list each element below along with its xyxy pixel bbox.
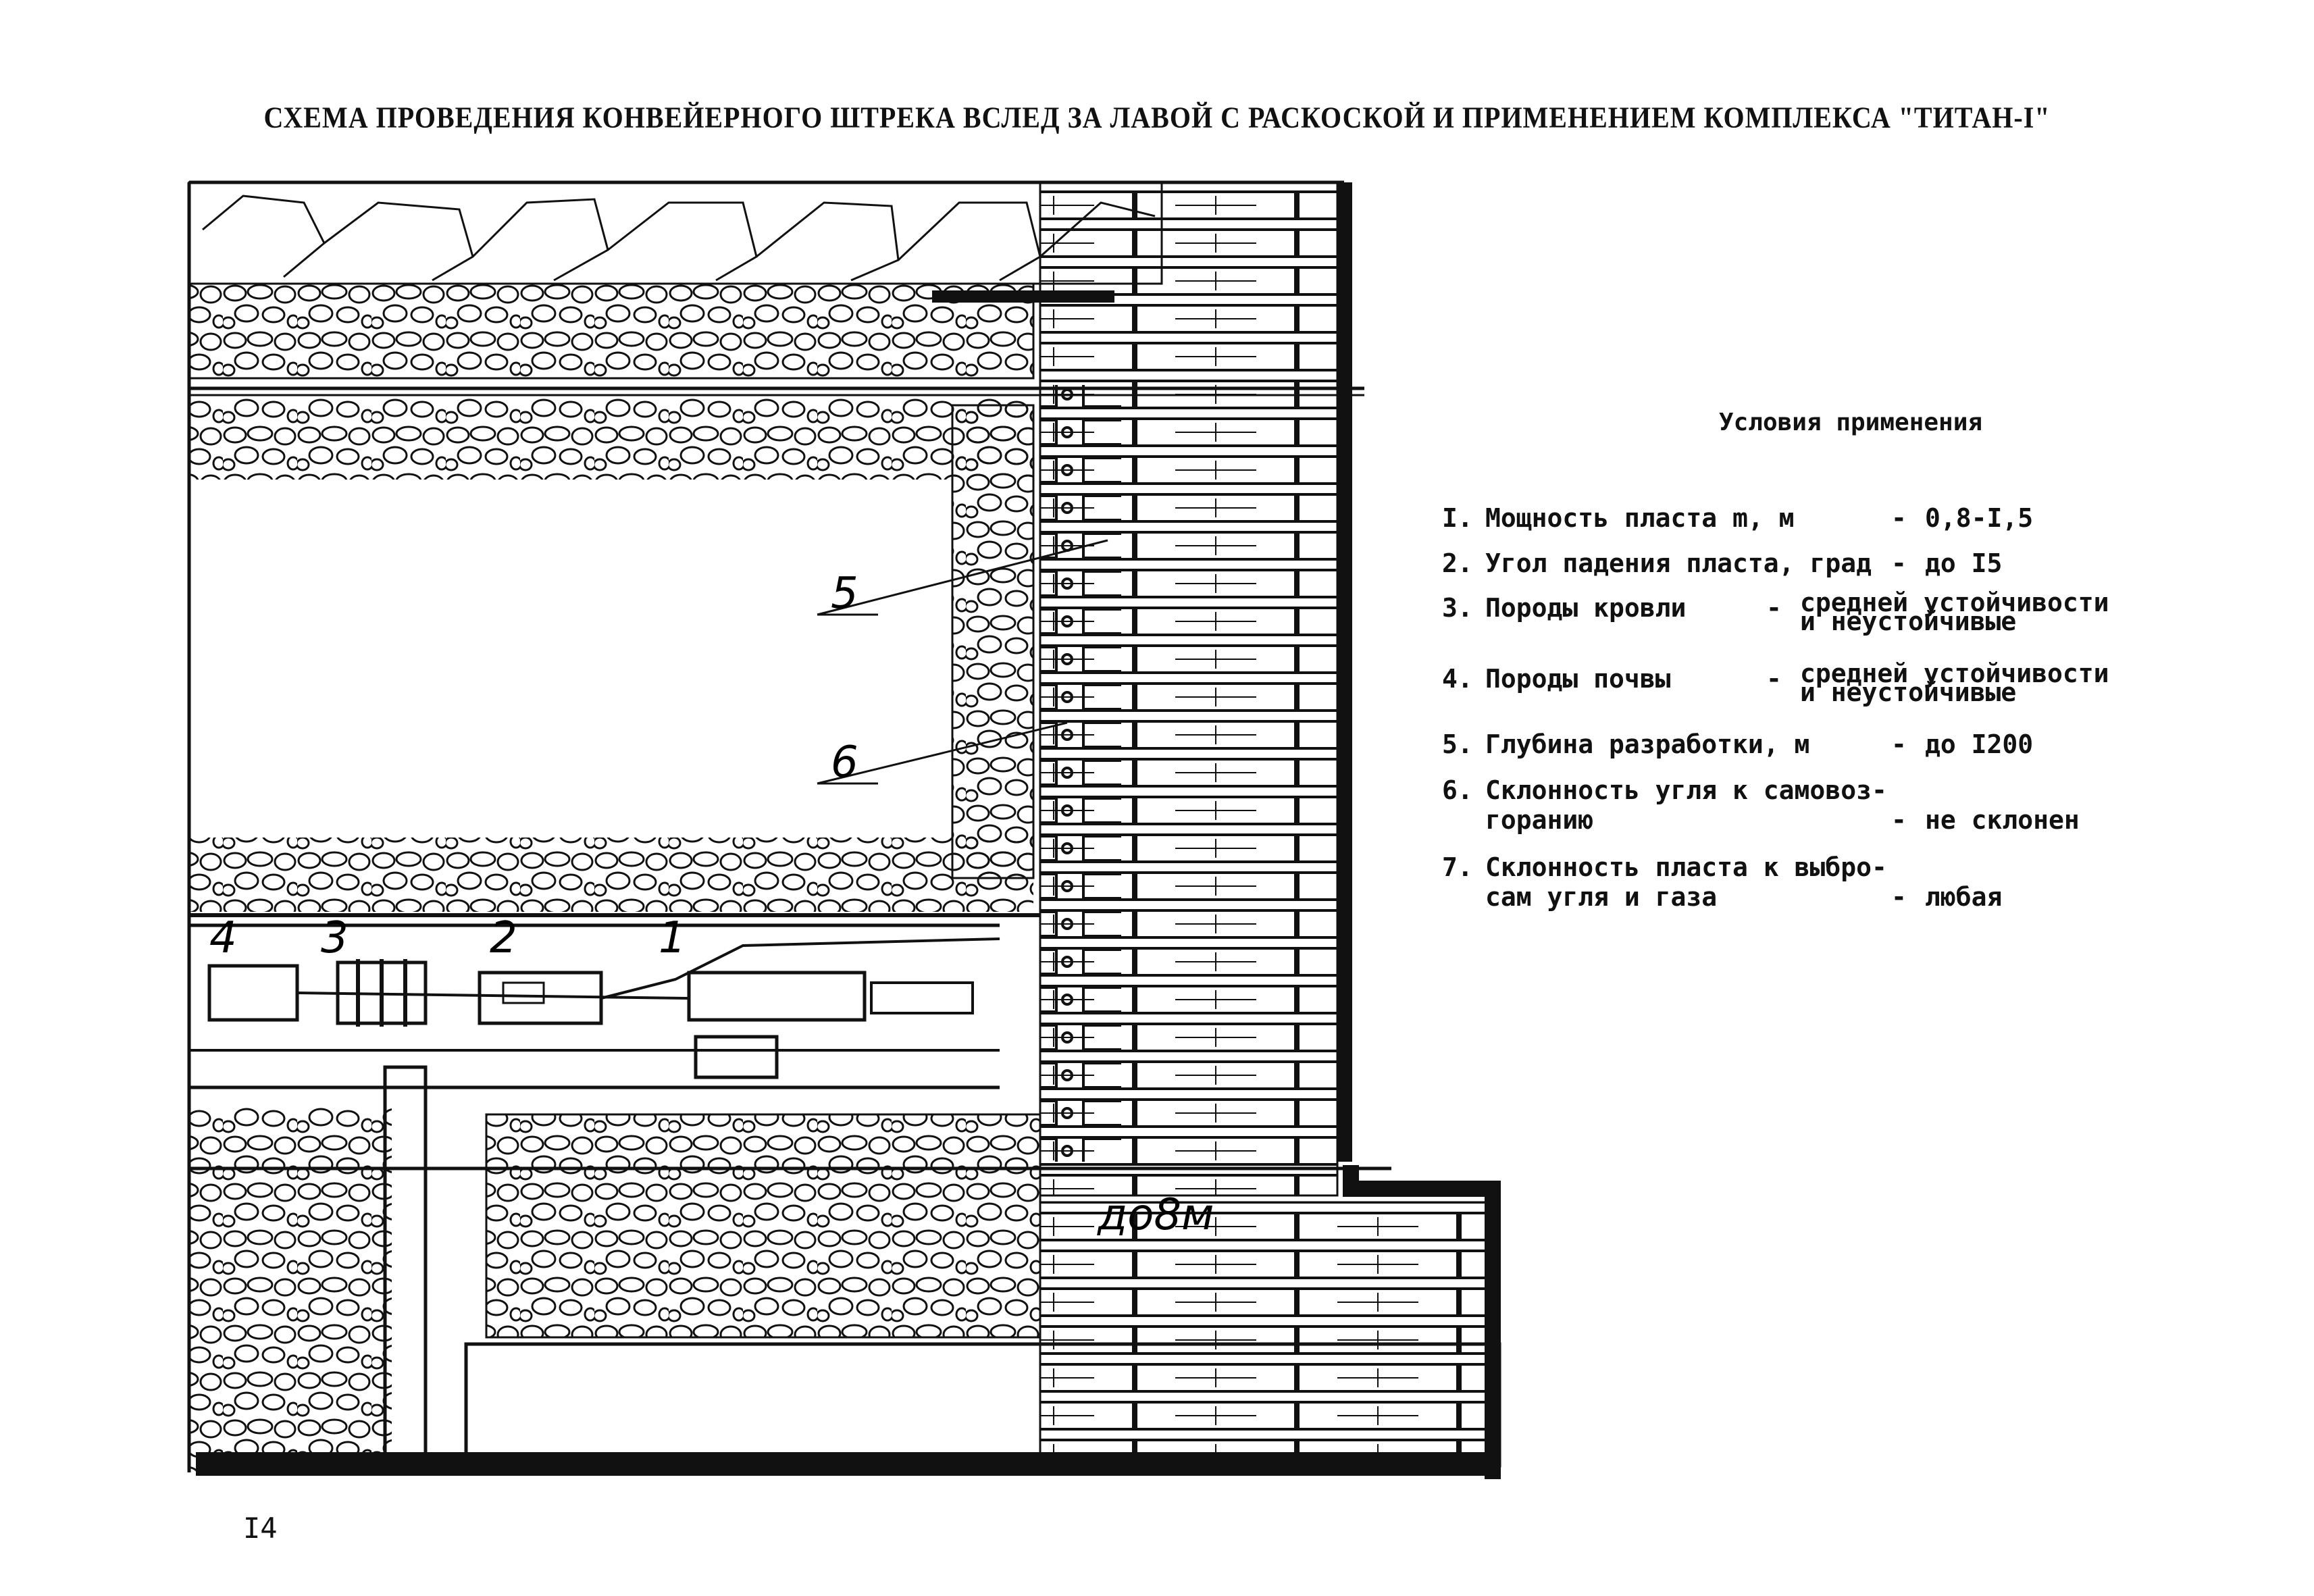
- page-title: СХЕМА ПРОВЕДЕНИЯ КОНВЕЙЕРНОГО ШТРЕКА ВСЛ…: [263, 100, 2051, 134]
- worked-out-area: [196, 480, 952, 838]
- rubble-band-upper: [189, 398, 1033, 480]
- callout-3: 3: [321, 913, 349, 963]
- advance-support-block: [1039, 1201, 1487, 1460]
- callout-1: 1: [659, 913, 686, 963]
- callout-4: 4: [209, 913, 237, 963]
- face-support-pillars: [1040, 385, 1121, 1162]
- callout-2: 2: [490, 913, 517, 963]
- rubble-pillar-right: [951, 404, 1035, 879]
- caved-rock-zone: [188, 181, 1163, 285]
- machine-unit-4: [207, 964, 299, 1022]
- rubble-band-lower: [189, 838, 1033, 912]
- conditions-heading: Условия применения: [1718, 409, 1983, 436]
- machine-unit-1: [687, 971, 867, 1022]
- seam-step: [1343, 1165, 1501, 1479]
- dimension-label: до8м: [1097, 1190, 1214, 1240]
- coal-seam-edge: [1337, 182, 1352, 1162]
- rubble-lower-mid: [485, 1113, 1042, 1339]
- rubble-band-top: [188, 282, 1035, 380]
- callout-5: 5: [831, 569, 858, 619]
- conveyor-car: [694, 1035, 779, 1079]
- page-number: I4: [243, 1512, 278, 1545]
- conveyor-drift: [189, 923, 1000, 1089]
- rubble-lower-left: [189, 1108, 392, 1472]
- callout-6: 6: [831, 738, 858, 788]
